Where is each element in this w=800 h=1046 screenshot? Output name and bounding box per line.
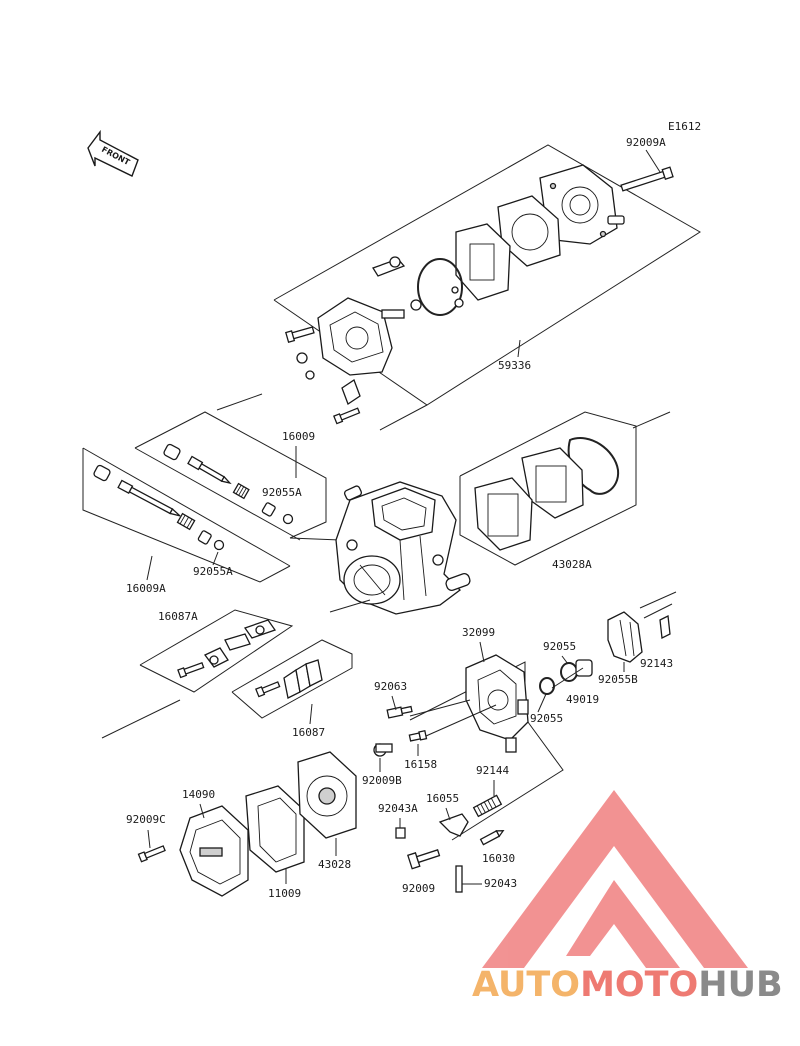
label-16055: 16055 [426, 792, 459, 805]
label-92063: 92063 [374, 680, 407, 693]
label-92055A-1: 92055A [262, 486, 302, 499]
label-59336: 59336 [498, 359, 531, 372]
label-92009: 92009 [402, 882, 435, 895]
label-92043A: 92043A [378, 802, 418, 815]
watermark-moto: MOTO [580, 965, 698, 1005]
check-valve-set-16087A: 16087A [101, 599, 371, 739]
label-92055A-2: 92055A [193, 565, 233, 578]
label-43028: 43028 [318, 858, 351, 871]
label-16087A: 16087A [158, 610, 198, 623]
pilot-screw-set-16009A: 92055A 16009A [82, 447, 291, 595]
gasket-set-43028A: 43028A [459, 411, 671, 571]
label-16009A: 16009A [126, 582, 166, 595]
check-valve-set-16087: 16087 [231, 639, 353, 739]
front-arrow-icon: FRONT [87, 129, 139, 177]
watermark-text: AUTOMOTOHUB [472, 965, 783, 1005]
label-16087: 16087 [292, 726, 325, 739]
diaphragm-cover-group: 14090 92009C 43028 11009 [126, 751, 357, 900]
label-92009A: 92009A [626, 136, 666, 149]
diagram-code: E1612 [668, 120, 701, 133]
label-92043: 92043 [484, 877, 517, 890]
label-92143: 92143 [640, 657, 673, 670]
pilot-screw-set-16009: 16009 92055A [134, 411, 327, 541]
watermark-auto: AUTO [472, 965, 580, 1005]
label-49019: 49019 [566, 693, 599, 706]
label-92009C: 92009C [126, 813, 166, 826]
automotohub-watermark: AUTOMOTOHUB [472, 790, 783, 1005]
lower-parts-group: 32099 92055 92143 49019 92055B 92063 920… [362, 591, 677, 895]
label-16030: 16030 [482, 852, 515, 865]
watermark-hub: HUB [698, 965, 782, 1005]
label-92009B: 92009B [362, 774, 402, 787]
label-14090: 14090 [182, 788, 215, 801]
automotohub-logo-icon [482, 790, 748, 968]
label-92055B: 92055B [598, 673, 638, 686]
label-16158: 16158 [404, 758, 437, 771]
label-16009: 16009 [282, 430, 315, 443]
label-92055-1: 92055 [543, 640, 576, 653]
label-92144: 92144 [476, 764, 509, 777]
label-92055-2: 92055 [530, 712, 563, 725]
carburetor-body [289, 481, 471, 615]
label-11009: 11009 [268, 887, 301, 900]
label-43028A: 43028A [552, 558, 592, 571]
fuel-pump-assembly: 59336 92009A [216, 136, 701, 431]
label-32099: 32099 [462, 626, 495, 639]
